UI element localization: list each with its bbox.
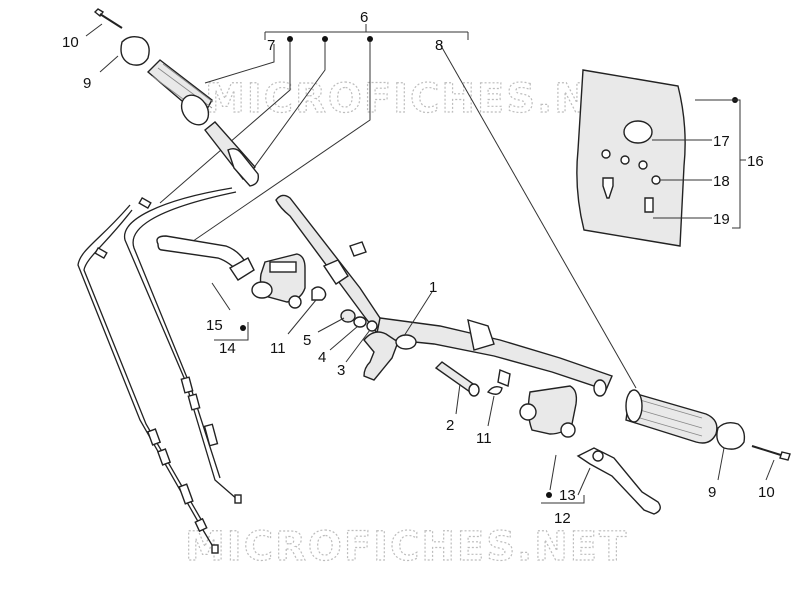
circlip-right bbox=[486, 385, 503, 395]
kit-box bbox=[576, 69, 746, 247]
right-master-cylinder bbox=[519, 385, 578, 438]
leader-lines bbox=[287, 291, 775, 481]
right-bar-end bbox=[716, 421, 746, 450]
callout-1: 1 bbox=[429, 279, 437, 296]
washer-4 bbox=[353, 316, 367, 328]
washer-3 bbox=[366, 320, 378, 332]
callout-11-left: 11 bbox=[270, 340, 286, 357]
left-master-cylinder bbox=[251, 253, 306, 309]
right-brake-lever bbox=[576, 447, 661, 515]
bushing-5 bbox=[340, 309, 356, 323]
callout-labels: 1 2 3 4 5 6 7 8 9 9 10 10 11 11 12 13 14… bbox=[62, 9, 775, 527]
callout-5: 5 bbox=[303, 332, 311, 349]
callout-15: 15 bbox=[206, 317, 223, 334]
handlebar-frame bbox=[275, 194, 613, 397]
right-grip bbox=[625, 389, 718, 444]
callout-13: 13 bbox=[559, 487, 576, 504]
callout-12: 12 bbox=[554, 510, 571, 527]
group-12-13-bracket bbox=[541, 454, 591, 504]
left-grip-rubber bbox=[146, 59, 214, 126]
throttle-cables bbox=[77, 187, 242, 554]
circlip-left bbox=[311, 286, 327, 301]
callout-9-right: 9 bbox=[708, 484, 716, 501]
callout-3: 3 bbox=[337, 362, 345, 379]
group-14-15-bracket bbox=[211, 282, 249, 341]
callout-9-left: 9 bbox=[83, 75, 91, 92]
callout-7: 7 bbox=[267, 37, 275, 54]
callout-2: 2 bbox=[446, 417, 454, 434]
watermark-top: MICROFICHES.NET bbox=[205, 76, 648, 122]
right-bar-end-screw bbox=[751, 445, 791, 461]
callout-4: 4 bbox=[318, 349, 326, 366]
callout-8: 8 bbox=[435, 37, 443, 54]
callout-19: 19 bbox=[713, 211, 730, 228]
callout-17: 17 bbox=[713, 133, 730, 150]
callout-6: 6 bbox=[360, 9, 368, 26]
callout-16: 16 bbox=[747, 153, 764, 170]
left-brake-lever bbox=[156, 235, 255, 281]
left-grip-group bbox=[85, 8, 260, 187]
bolt-2 bbox=[434, 361, 480, 397]
group-6-bracket bbox=[159, 24, 637, 389]
callout-10-left: 10 bbox=[62, 34, 79, 51]
callout-18: 18 bbox=[713, 173, 730, 190]
callout-14: 14 bbox=[219, 340, 236, 357]
callout-11-right: 11 bbox=[476, 430, 492, 447]
watermark-bottom: MICROFICHES.NET bbox=[185, 524, 628, 570]
callout-10-right: 10 bbox=[758, 484, 775, 501]
